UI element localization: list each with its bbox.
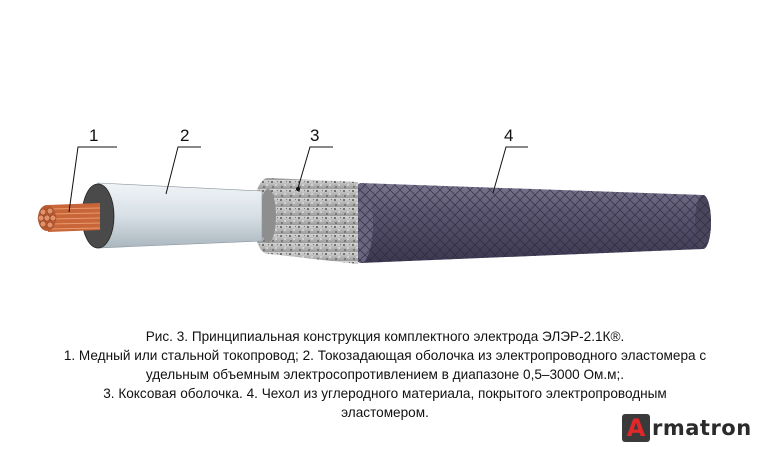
leader-line-3 [297,146,333,189]
logo-mark-letter: A [626,414,646,442]
cable-diagram [37,146,711,264]
caption-line-5: эластомером. [341,405,429,420]
leader-lines [68,146,528,213]
leader-dot-3 [296,187,300,191]
leader-line-4 [492,146,528,194]
caption-line-1: Рис. 3. Принципиальная конструкция компл… [145,329,625,344]
callout-1: 1 [89,126,99,145]
copper-conductor [37,203,101,232]
callout-2: 2 [180,126,190,145]
leader-line-2 [165,146,201,195]
jacket-layer [349,183,711,263]
caption-line-3: удельным объемным электросопротивлением … [145,367,625,382]
logo-mark-icon: A [622,414,650,442]
callout-3: 3 [310,126,320,145]
sheath-layer [81,182,263,249]
callout-4: 4 [504,126,514,145]
coke-layer [253,178,358,264]
armatron-logo: A rmatron [622,413,752,443]
caption-line-2: 1. Медный или стальной токопровод; 2. То… [63,348,707,363]
figure-caption: Рис. 3. Принципиальная конструкция компл… [0,327,770,422]
caption-line-4: 3. Коксовая оболочка. 4. Чехол из углеро… [103,386,667,401]
leader-line-1 [68,146,117,213]
logo-wordmark: rmatron [652,416,752,440]
